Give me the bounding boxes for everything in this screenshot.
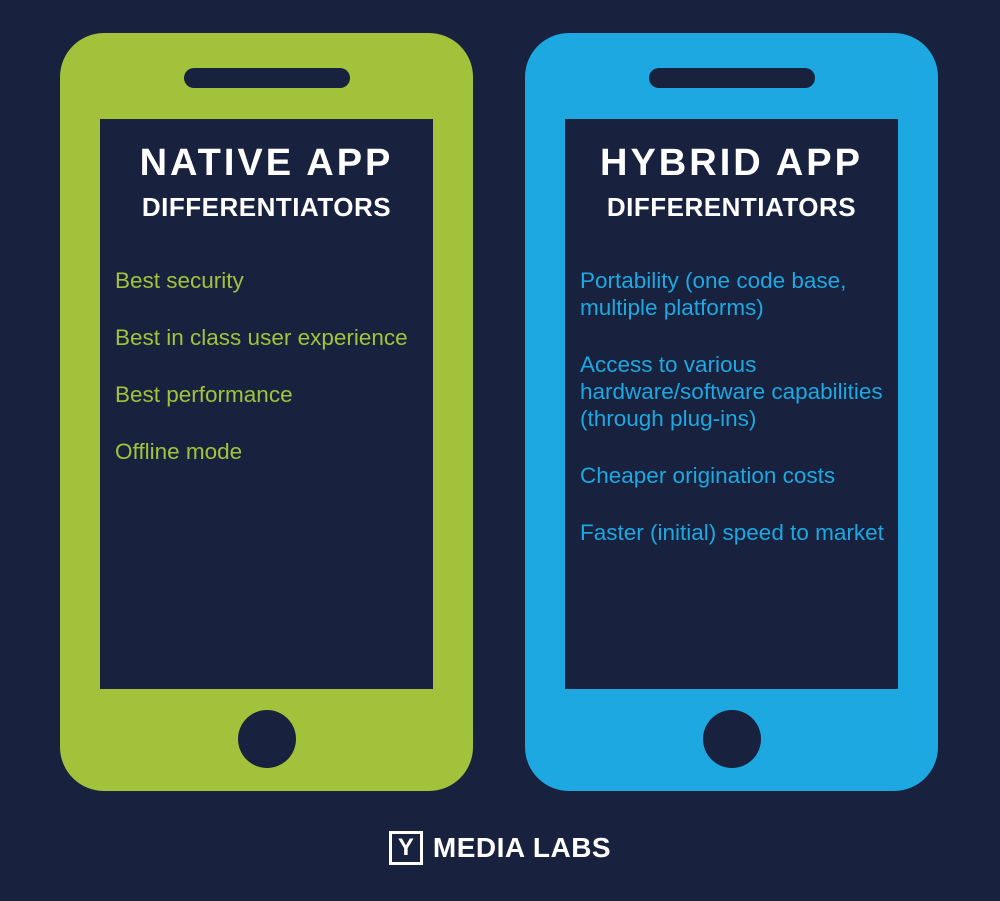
list-item: Best security [115,268,244,293]
list-item: Best performance [115,382,293,407]
native-phone-screen: NATIVE APP DIFFERENTIATORS Best security… [100,119,433,689]
native-app-phone: NATIVE APP DIFFERENTIATORS Best security… [60,33,473,791]
list-item: Best in class user experience [115,325,408,350]
list-item: Cheaper origination costs [580,463,836,488]
hybrid-app-phone: HYBRID APP DIFFERENTIATORS Portability (… [525,33,938,791]
hybrid-app-title: HYBRID APP [600,142,863,184]
list-item: Offline mode [115,439,243,464]
list-item: Faster (initial) speed to market [580,520,884,545]
native-phone-speaker [183,68,350,88]
hybrid-app-subtitle: DIFFERENTIATORS [606,192,857,222]
hybrid-differentiators-list: Portability (one code base, multiple pla… [565,267,888,576]
native-app-title: NATIVE APP [139,142,394,184]
list-item: Portability (one code base, multiple pla… [580,268,847,320]
list-item: Access to various hardware/software capa… [580,352,883,431]
native-app-subtitle: DIFFERENTIATORS [141,192,392,222]
hybrid-phone-screen: HYBRID APP DIFFERENTIATORS Portability (… [565,119,898,689]
native-differentiators-list: Best security Best in class user experie… [100,267,423,495]
hybrid-phone-speaker [648,68,815,88]
native-phone-home-button [237,710,296,768]
brand-name: MEDIA LABS [432,832,612,863]
brand-footer: Y MEDIA LABS [0,826,1000,870]
y-logo-icon: Y [388,831,423,865]
hybrid-phone-home-button [702,710,761,768]
